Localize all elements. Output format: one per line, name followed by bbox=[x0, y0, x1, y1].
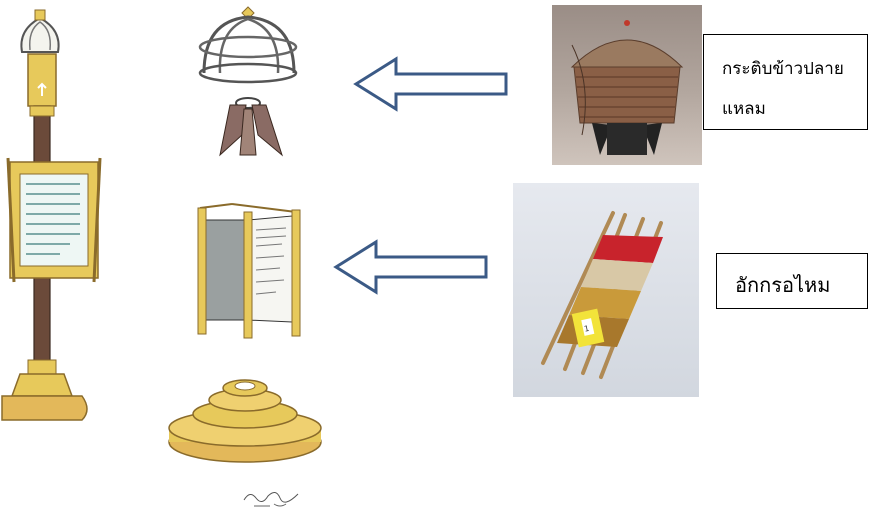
artist-signature bbox=[240, 486, 310, 510]
lantern-frame-sketch bbox=[190, 5, 320, 160]
tiered-base-sketch bbox=[165, 370, 325, 470]
arrow-left-icon bbox=[352, 55, 512, 113]
reel-label: อักกรอไหม bbox=[735, 269, 830, 301]
silk-reel-photo: 1 bbox=[513, 183, 699, 397]
arrow-left-icon bbox=[332, 238, 492, 296]
lamp-post-sketch bbox=[0, 0, 150, 440]
basket-label-line2: แหลม bbox=[722, 95, 766, 122]
basket-label-line1: กระติบข้าวปลาย bbox=[722, 55, 844, 82]
reel-label-box: อักกรอไหม bbox=[716, 253, 868, 309]
sticky-rice-basket-photo bbox=[552, 5, 702, 165]
basket-label-box: กระติบข้าวปลาย แหลม bbox=[703, 34, 868, 130]
box-sign-sketch bbox=[192, 198, 322, 343]
